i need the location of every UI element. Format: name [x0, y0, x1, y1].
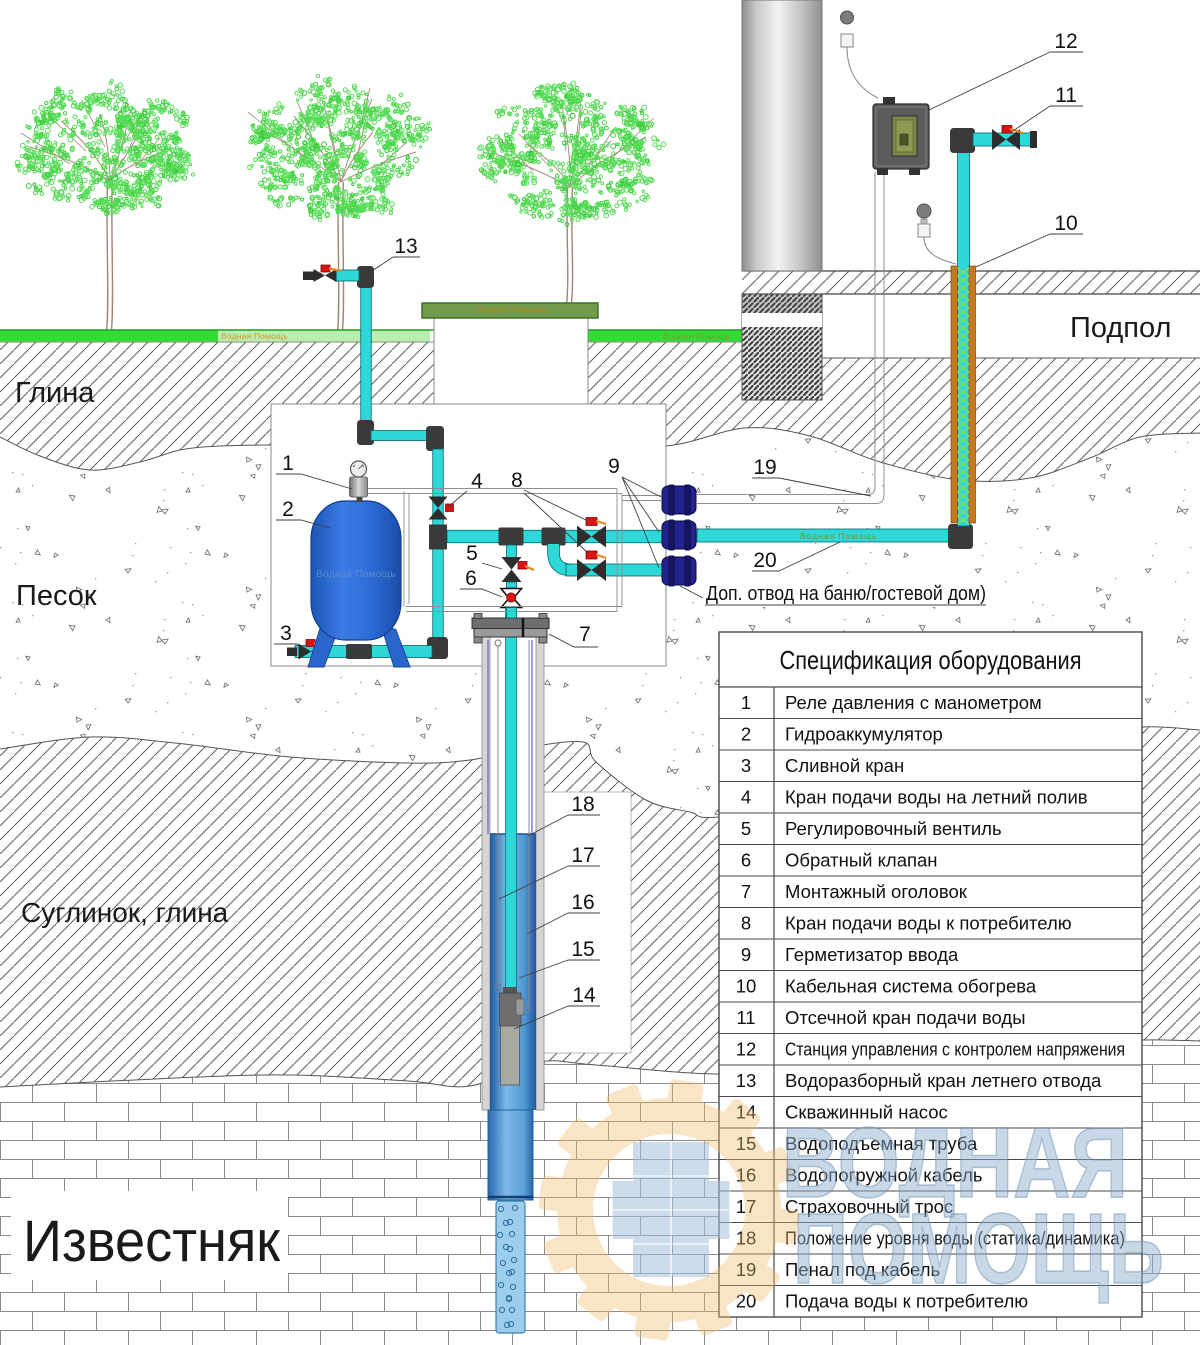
svg-text:5: 5: [466, 542, 478, 565]
svg-text:Водная Помощь: Водная Помощь: [316, 569, 396, 580]
svg-text:Станция управления с контролем: Станция управления с контролем напряжени…: [785, 1039, 1125, 1060]
svg-text:4: 4: [741, 787, 751, 808]
svg-text:11: 11: [1055, 84, 1077, 107]
svg-text:Регулировочный вентиль: Регулировочный вентиль: [785, 818, 1002, 839]
svg-text:Монтажный оголовок: Монтажный оголовок: [785, 881, 968, 902]
svg-text:20: 20: [753, 549, 776, 572]
svg-text:19: 19: [753, 456, 776, 479]
svg-text:6: 6: [465, 567, 477, 590]
svg-text:2: 2: [282, 498, 294, 521]
svg-text:Кабельная система обогрева: Кабельная система обогрева: [785, 976, 1037, 997]
svg-text:8: 8: [511, 469, 523, 492]
svg-text:16: 16: [571, 891, 594, 914]
svg-text:Водная Помощь: Водная Помощь: [663, 331, 730, 341]
svg-text:18: 18: [571, 793, 594, 816]
svg-text:5: 5: [741, 818, 751, 839]
svg-text:3: 3: [280, 622, 292, 645]
svg-text:Водная Помощь: Водная Помощь: [221, 331, 288, 341]
svg-text:17: 17: [571, 844, 594, 867]
svg-text:Песок: Песок: [16, 580, 97, 612]
svg-text:14: 14: [572, 984, 596, 1007]
svg-text:1: 1: [282, 452, 294, 475]
svg-text:8: 8: [741, 913, 751, 934]
svg-text:Гидроаккумулятор: Гидроаккумулятор: [785, 724, 943, 745]
svg-text:12: 12: [1054, 30, 1077, 53]
svg-text:11: 11: [736, 1007, 755, 1028]
svg-text:1: 1: [741, 692, 751, 713]
svg-text:12: 12: [736, 1039, 757, 1060]
svg-text:10: 10: [736, 976, 757, 997]
svg-text:Глина: Глина: [15, 377, 95, 409]
svg-text:Кран подачи воды к потребителю: Кран подачи воды к потребителю: [785, 913, 1072, 934]
svg-text:3: 3: [741, 755, 751, 776]
svg-text:Доп. отвод на баню/гостевой: Доп. отвод на баню/гостевой дом): [706, 583, 986, 605]
svg-text:Водная Помощь: Водная Помощь: [478, 305, 548, 314]
svg-text:Отсечной кран подачи воды: Отсечной кран подачи воды: [785, 1007, 1026, 1028]
svg-text:13: 13: [736, 1070, 757, 1091]
svg-text:9: 9: [608, 455, 620, 478]
svg-text:Сливной кран: Сливной кран: [785, 755, 904, 776]
svg-text:Кран подачи воды на летний пол: Кран подачи воды на летний полив: [785, 787, 1088, 808]
svg-text:10: 10: [1054, 212, 1077, 235]
svg-text:7: 7: [579, 623, 591, 646]
svg-text:6: 6: [741, 850, 751, 871]
svg-text:Герметизатор ввода: Герметизатор ввода: [785, 944, 959, 965]
svg-text:9: 9: [741, 944, 751, 965]
svg-text:2: 2: [741, 724, 751, 745]
svg-text:ПОМОЩЬ: ПОМОЩЬ: [793, 1193, 1164, 1305]
svg-text:15: 15: [571, 938, 594, 961]
svg-text:Обратный клапан: Обратный клапан: [785, 850, 938, 871]
svg-text:Подпол: Подпол: [1070, 312, 1171, 344]
svg-text:7: 7: [741, 881, 751, 902]
svg-text:Известняк: Известняк: [23, 1209, 281, 1274]
svg-text:Водоразборный кран летнего отв: Водоразборный кран летнего отвода: [785, 1070, 1102, 1091]
svg-text:4: 4: [471, 470, 483, 493]
svg-text:Реле давления с манометром: Реле давления с манометром: [785, 692, 1042, 713]
svg-text:Суглинок, глина: Суглинок, глина: [21, 897, 229, 928]
svg-text:13: 13: [394, 235, 417, 258]
svg-text:Спецификация оборудования: Спецификация оборудования: [780, 645, 1082, 675]
svg-text:Водная Помощь: Водная Помощь: [800, 531, 877, 541]
